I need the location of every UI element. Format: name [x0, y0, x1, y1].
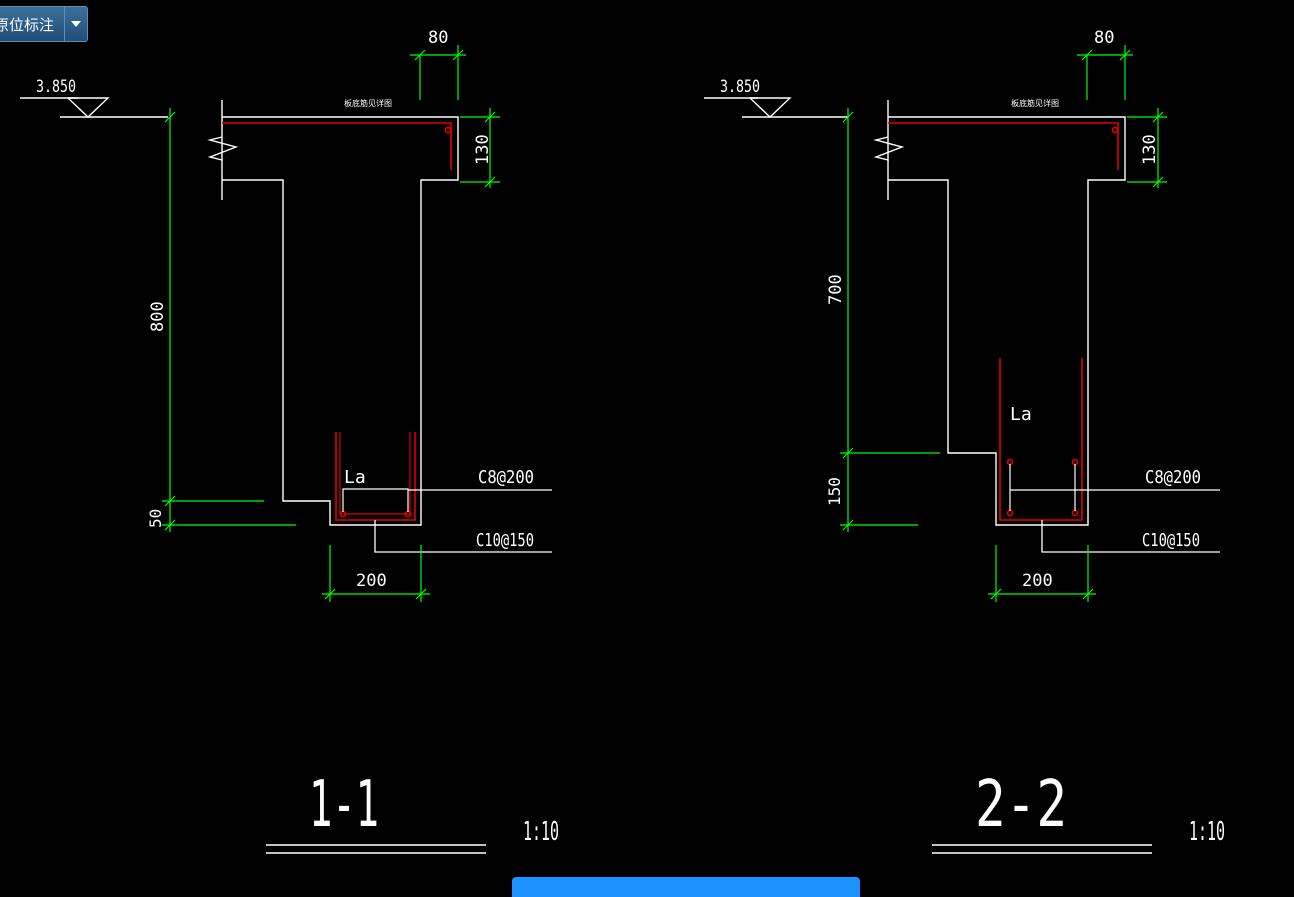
flange-note: 板底筋见详图	[344, 98, 392, 108]
dimensions	[162, 45, 500, 602]
leader-lines	[374, 489, 552, 553]
elevation-label: 3.850	[36, 77, 76, 97]
bottom-bar-label: C10@150	[476, 530, 534, 551]
dropdown-toggle[interactable]	[64, 7, 87, 41]
beam-outline	[207, 100, 459, 526]
dim-bottom-label: 150	[825, 477, 844, 506]
scale-label: 1:10	[1189, 817, 1225, 847]
section-1-1: 3.850 La C8@200 C10@150 板底筋见详图	[20, 28, 559, 854]
anchor-bracket	[342, 488, 409, 512]
leader-lines	[1010, 489, 1220, 553]
elevation-marker	[704, 97, 848, 118]
elevation-marker	[20, 97, 168, 118]
title-underline	[932, 844, 1152, 854]
dim-width-label: 200	[1022, 571, 1053, 591]
anchor-bracket	[1009, 464, 1076, 511]
dim-flange-label: 130	[1140, 134, 1160, 165]
rebar	[222, 122, 452, 521]
dim-flange-label: 130	[473, 134, 493, 165]
dimensions	[840, 45, 1167, 602]
status-bar	[512, 877, 860, 897]
anchor-label: La	[1010, 404, 1032, 425]
scale-label: 1:10	[523, 817, 559, 847]
chevron-down-icon	[71, 21, 82, 27]
in-place-annotation-button[interactable]: 原位标注	[0, 6, 89, 42]
title-underline	[266, 844, 486, 854]
dim-height-label: 700	[826, 274, 846, 305]
in-place-annotation-label: 原位标注	[0, 15, 55, 34]
dim-height-label: 800	[148, 301, 168, 332]
section-title: 2-2	[975, 768, 1067, 842]
anchor-label: La	[344, 467, 366, 488]
bottom-bar-label: C10@150	[1142, 530, 1200, 551]
rebar	[888, 122, 1119, 521]
dim-top-label: 80	[1094, 28, 1114, 48]
dim-bottom-label: 50	[146, 509, 165, 528]
section-title: 1-1	[309, 768, 379, 842]
dim-top-label: 80	[428, 28, 448, 48]
elevation-label: 3.850	[720, 77, 760, 97]
stirrup-label: C8@200	[478, 467, 534, 488]
dim-width-label: 200	[356, 571, 387, 591]
section-2-2: 3.850 La C8@200 C10@150 板底筋见详图	[704, 28, 1225, 854]
stirrup-label: C8@200	[1145, 467, 1201, 488]
flange-note: 板底筋见详图	[1011, 98, 1059, 108]
